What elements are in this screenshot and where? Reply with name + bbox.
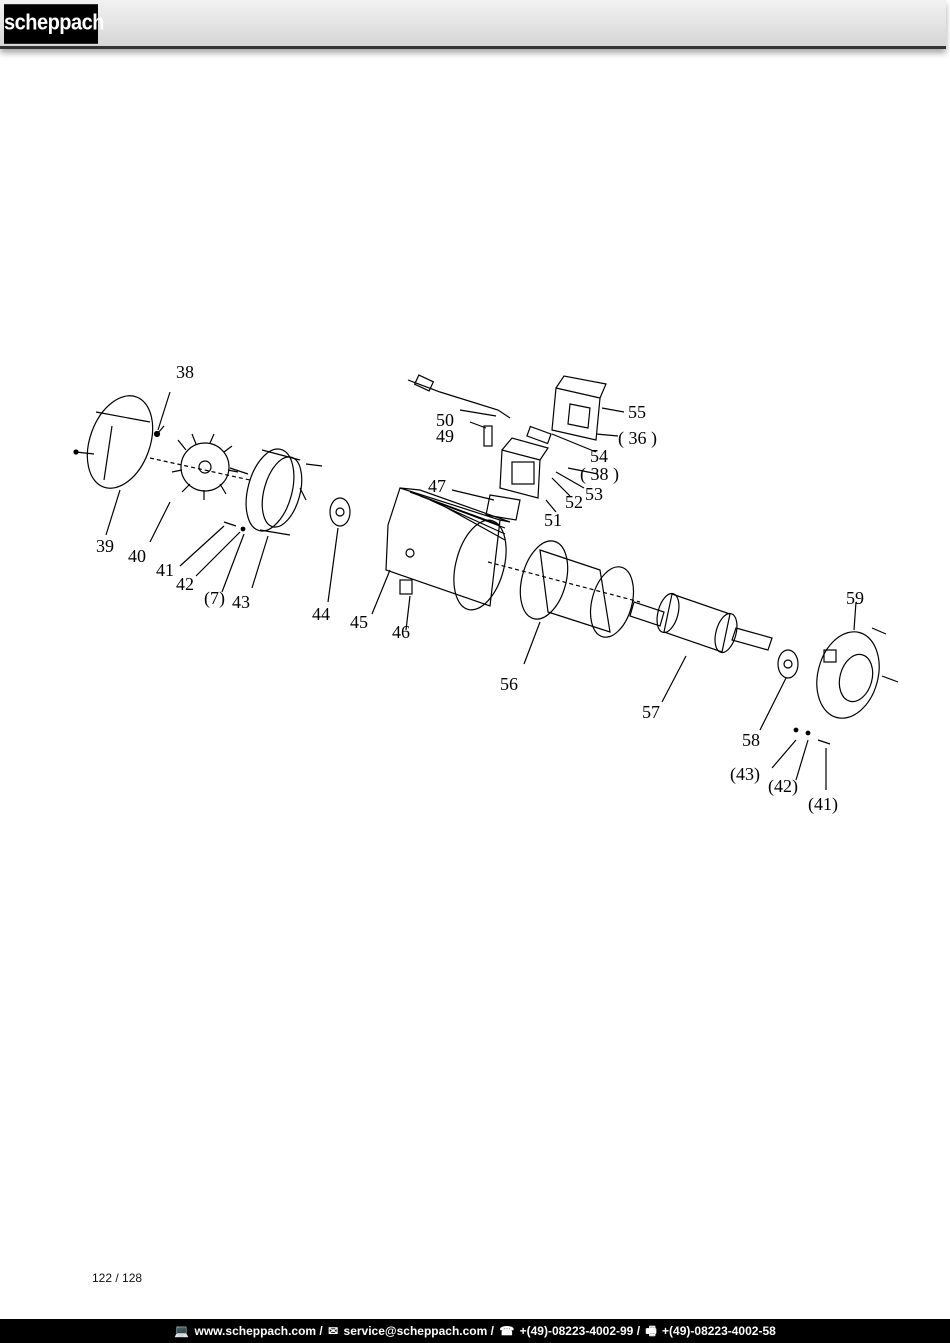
telephone-icon: ☎	[499, 1324, 515, 1338]
part-fan	[171, 433, 239, 500]
callout-40: 40	[128, 546, 146, 566]
part-end-cover	[73, 395, 154, 489]
callout-54: 54	[590, 446, 608, 466]
footer-email-link[interactable]: service@scheppach.com /	[343, 1324, 494, 1338]
footer-fax: +(49)-08223-4002-58	[662, 1324, 776, 1338]
brand-logo: scheppach	[4, 4, 104, 44]
callout-45: 45	[350, 612, 368, 632]
part-front-housing	[245, 448, 307, 536]
exploded-parts-diagram: 38 39 40 41 42 (7) 43 44 45 46 47 49 50 …	[0, 330, 950, 850]
envelope-icon: ✉	[328, 1324, 339, 1338]
callout-53: 53	[585, 484, 603, 504]
callout-39: 39	[96, 536, 114, 556]
callout-52: 52	[565, 492, 583, 512]
callout-59: 59	[846, 588, 864, 608]
callout-38: 38	[176, 362, 194, 382]
footer-phone: +(49)-08223-4002-99 /	[519, 1324, 641, 1338]
callout-43: 43	[232, 592, 250, 612]
callout-55: 55	[628, 402, 646, 422]
page-number: 122 / 128	[92, 1271, 143, 1285]
callout-58: 58	[742, 730, 760, 750]
footer-bar: 💻 www.scheppach.com / ✉ service@scheppac…	[0, 1319, 950, 1343]
callout-41-ref: (41)	[808, 794, 838, 815]
callout-49: 49	[436, 426, 454, 446]
laptop-icon: 💻	[174, 1324, 190, 1338]
callout-46: 46	[392, 622, 410, 642]
callout-38-ref: ( 38 )	[580, 464, 619, 485]
footer-website-link[interactable]: www.scheppach.com /	[194, 1324, 323, 1338]
callout-51: 51	[544, 510, 562, 530]
callout-41: 41	[156, 560, 174, 580]
callout-36-ref: ( 36 )	[618, 428, 657, 449]
callout-44: 44	[312, 604, 330, 624]
fax-icon: 🖷	[645, 1324, 657, 1338]
callout-42: 42	[176, 574, 194, 594]
callout-50: 50	[436, 410, 454, 430]
callout-47: 47	[428, 476, 446, 496]
header-bar: scheppach	[0, 0, 946, 49]
part-switch-cover	[551, 375, 607, 441]
callout-43-ref: (43)	[730, 764, 760, 785]
part-stator-housing	[385, 487, 511, 611]
callout-labels: 38 39 40 41 42 (7) 43 44 45 46 47 49 50 …	[96, 362, 864, 815]
part-rotor	[629, 592, 773, 654]
part-stator-winding	[519, 540, 635, 638]
part-rear-end-shield	[816, 631, 880, 719]
callout-57: 57	[642, 702, 660, 722]
callout-56: 56	[500, 674, 518, 694]
part-switch-box	[499, 437, 549, 499]
callout-42-ref: (42)	[768, 776, 798, 797]
callout-7-ref: (7)	[204, 588, 225, 609]
